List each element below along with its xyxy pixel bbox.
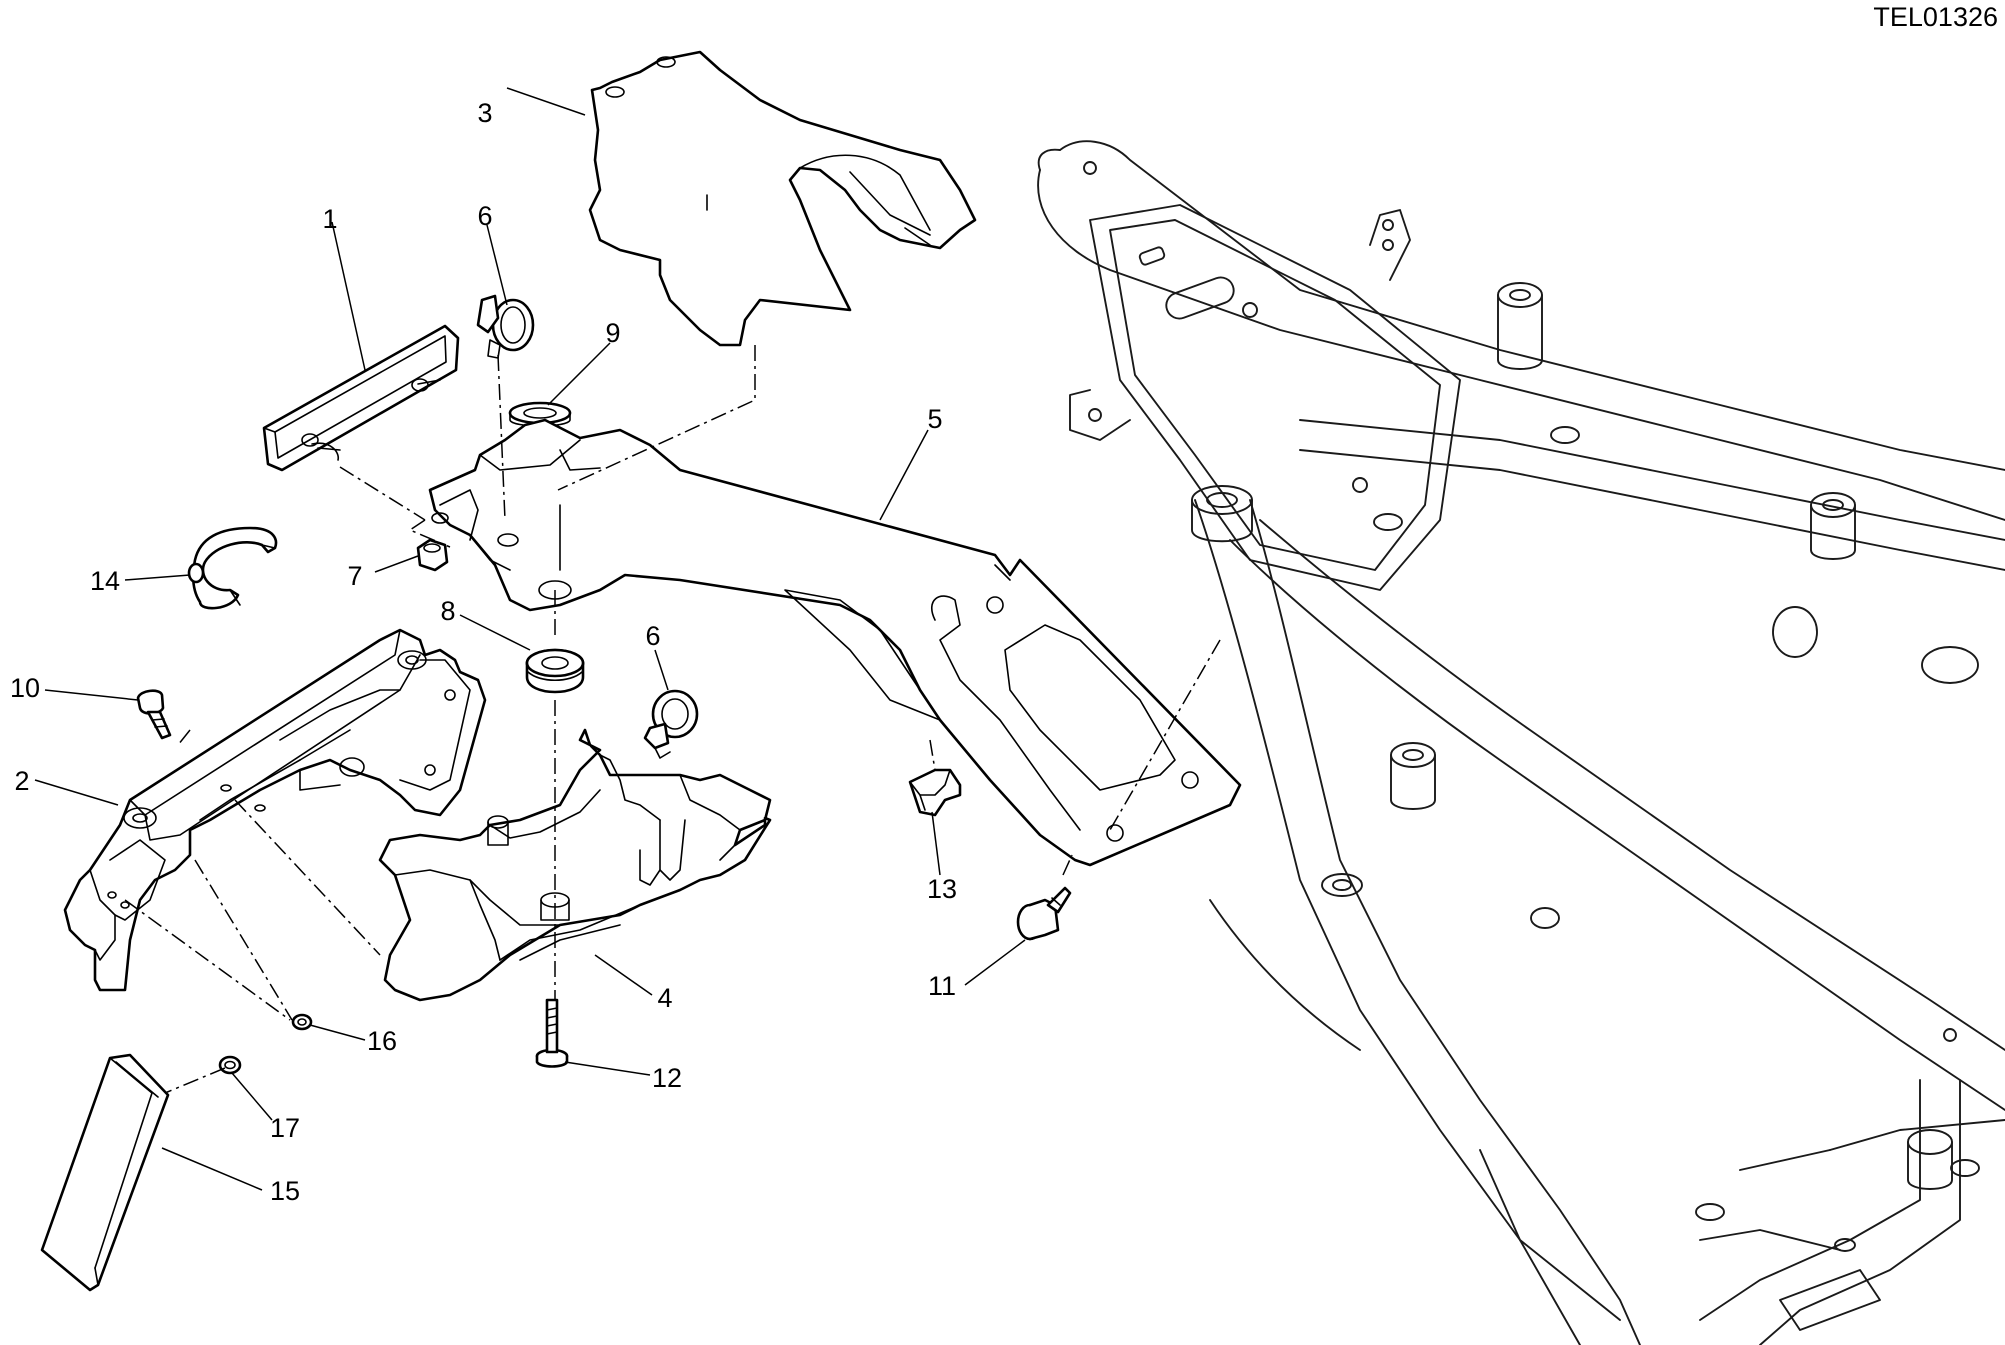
- callout-14: 14: [90, 566, 120, 596]
- callout-2: 2: [14, 766, 29, 796]
- part-6-clip-upper: [476, 294, 535, 359]
- callout-13: 13: [927, 874, 957, 904]
- callout-10: 10: [10, 673, 40, 703]
- callout-6-upper: 6: [477, 201, 492, 231]
- part-16-washer: [291, 1013, 313, 1031]
- part-12-long-screw: [535, 998, 569, 1068]
- part-11-flanged-screw: [1016, 886, 1072, 941]
- part-6-clip-lower: [643, 689, 699, 759]
- part-8-rubber-bush: [525, 648, 585, 694]
- part-15-reflector-strip: [40, 1053, 170, 1292]
- callout-1: 1: [322, 204, 337, 234]
- callout-4: 4: [657, 983, 672, 1013]
- part-10-screw: [136, 689, 172, 740]
- part-14-clamp: [187, 526, 278, 610]
- callout-12: 12: [652, 1063, 682, 1093]
- callout-16: 16: [367, 1026, 397, 1056]
- rear-subframe: [1037, 140, 2005, 1345]
- callout-15: 15: [270, 1176, 300, 1206]
- assembly-lines: [124, 345, 1221, 1094]
- part-5-main-bracket: [428, 418, 1242, 867]
- callout-3: 3: [477, 98, 492, 128]
- part-1-reflector: [262, 324, 460, 472]
- part-17-washer: [218, 1055, 242, 1075]
- part-7-nut: [416, 538, 449, 572]
- callout-labels: 1 2 3 4 5 6 6 7 8 9 10 11 12 13 14 15 16…: [10, 98, 957, 1206]
- callout-5: 5: [927, 404, 942, 434]
- part-13-clip: [908, 768, 962, 817]
- part-3-cover: [588, 50, 977, 347]
- callout-9: 9: [605, 318, 620, 348]
- leader-lines: [34, 87, 1026, 1191]
- callout-8: 8: [440, 596, 455, 626]
- drawing-code: TEL01326: [1873, 2, 1998, 32]
- callout-7: 7: [347, 561, 362, 591]
- callout-6-lower: 6: [645, 621, 660, 651]
- callout-17: 17: [270, 1113, 300, 1143]
- part-4-lower-housing: [378, 728, 772, 1002]
- callout-11: 11: [928, 971, 956, 1001]
- part-2-plate-holder: [63, 628, 487, 992]
